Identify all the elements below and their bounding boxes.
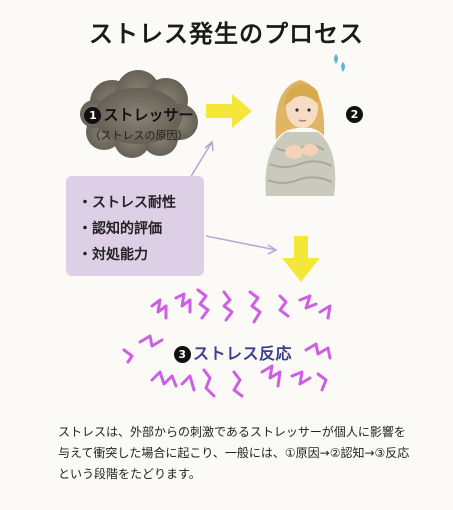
number-badge-1: 1 [84,107,102,124]
factor-item: ・対処能力 [78,247,148,263]
stressor-text: ストレッサー [103,106,194,124]
arrow-right-icon [206,94,252,128]
number-badge-2: 2 [346,106,363,123]
description-text: ストレスは、外部からの刺激であるストレッサーが個人に影響を与えて衝突した場合に起… [58,425,410,481]
stressed-person-illustration [265,54,345,196]
factor-item: ・認知的評価 [78,221,162,237]
reaction-squiggles [122,288,332,398]
stressor-sublabel: （ストレスの原因） [89,129,189,142]
reaction-text: ストレス反応 [193,344,293,363]
factor-connectors [189,140,278,255]
number-badge-3: 3 [174,346,191,363]
factor-box: ・ストレス耐性 ・認知的評価 ・対処能力 [66,176,204,276]
factor-item: ・ストレス耐性 [78,195,176,211]
arrow-down-icon [282,236,320,282]
page-title: ストレス発生のプロセス [89,19,364,48]
